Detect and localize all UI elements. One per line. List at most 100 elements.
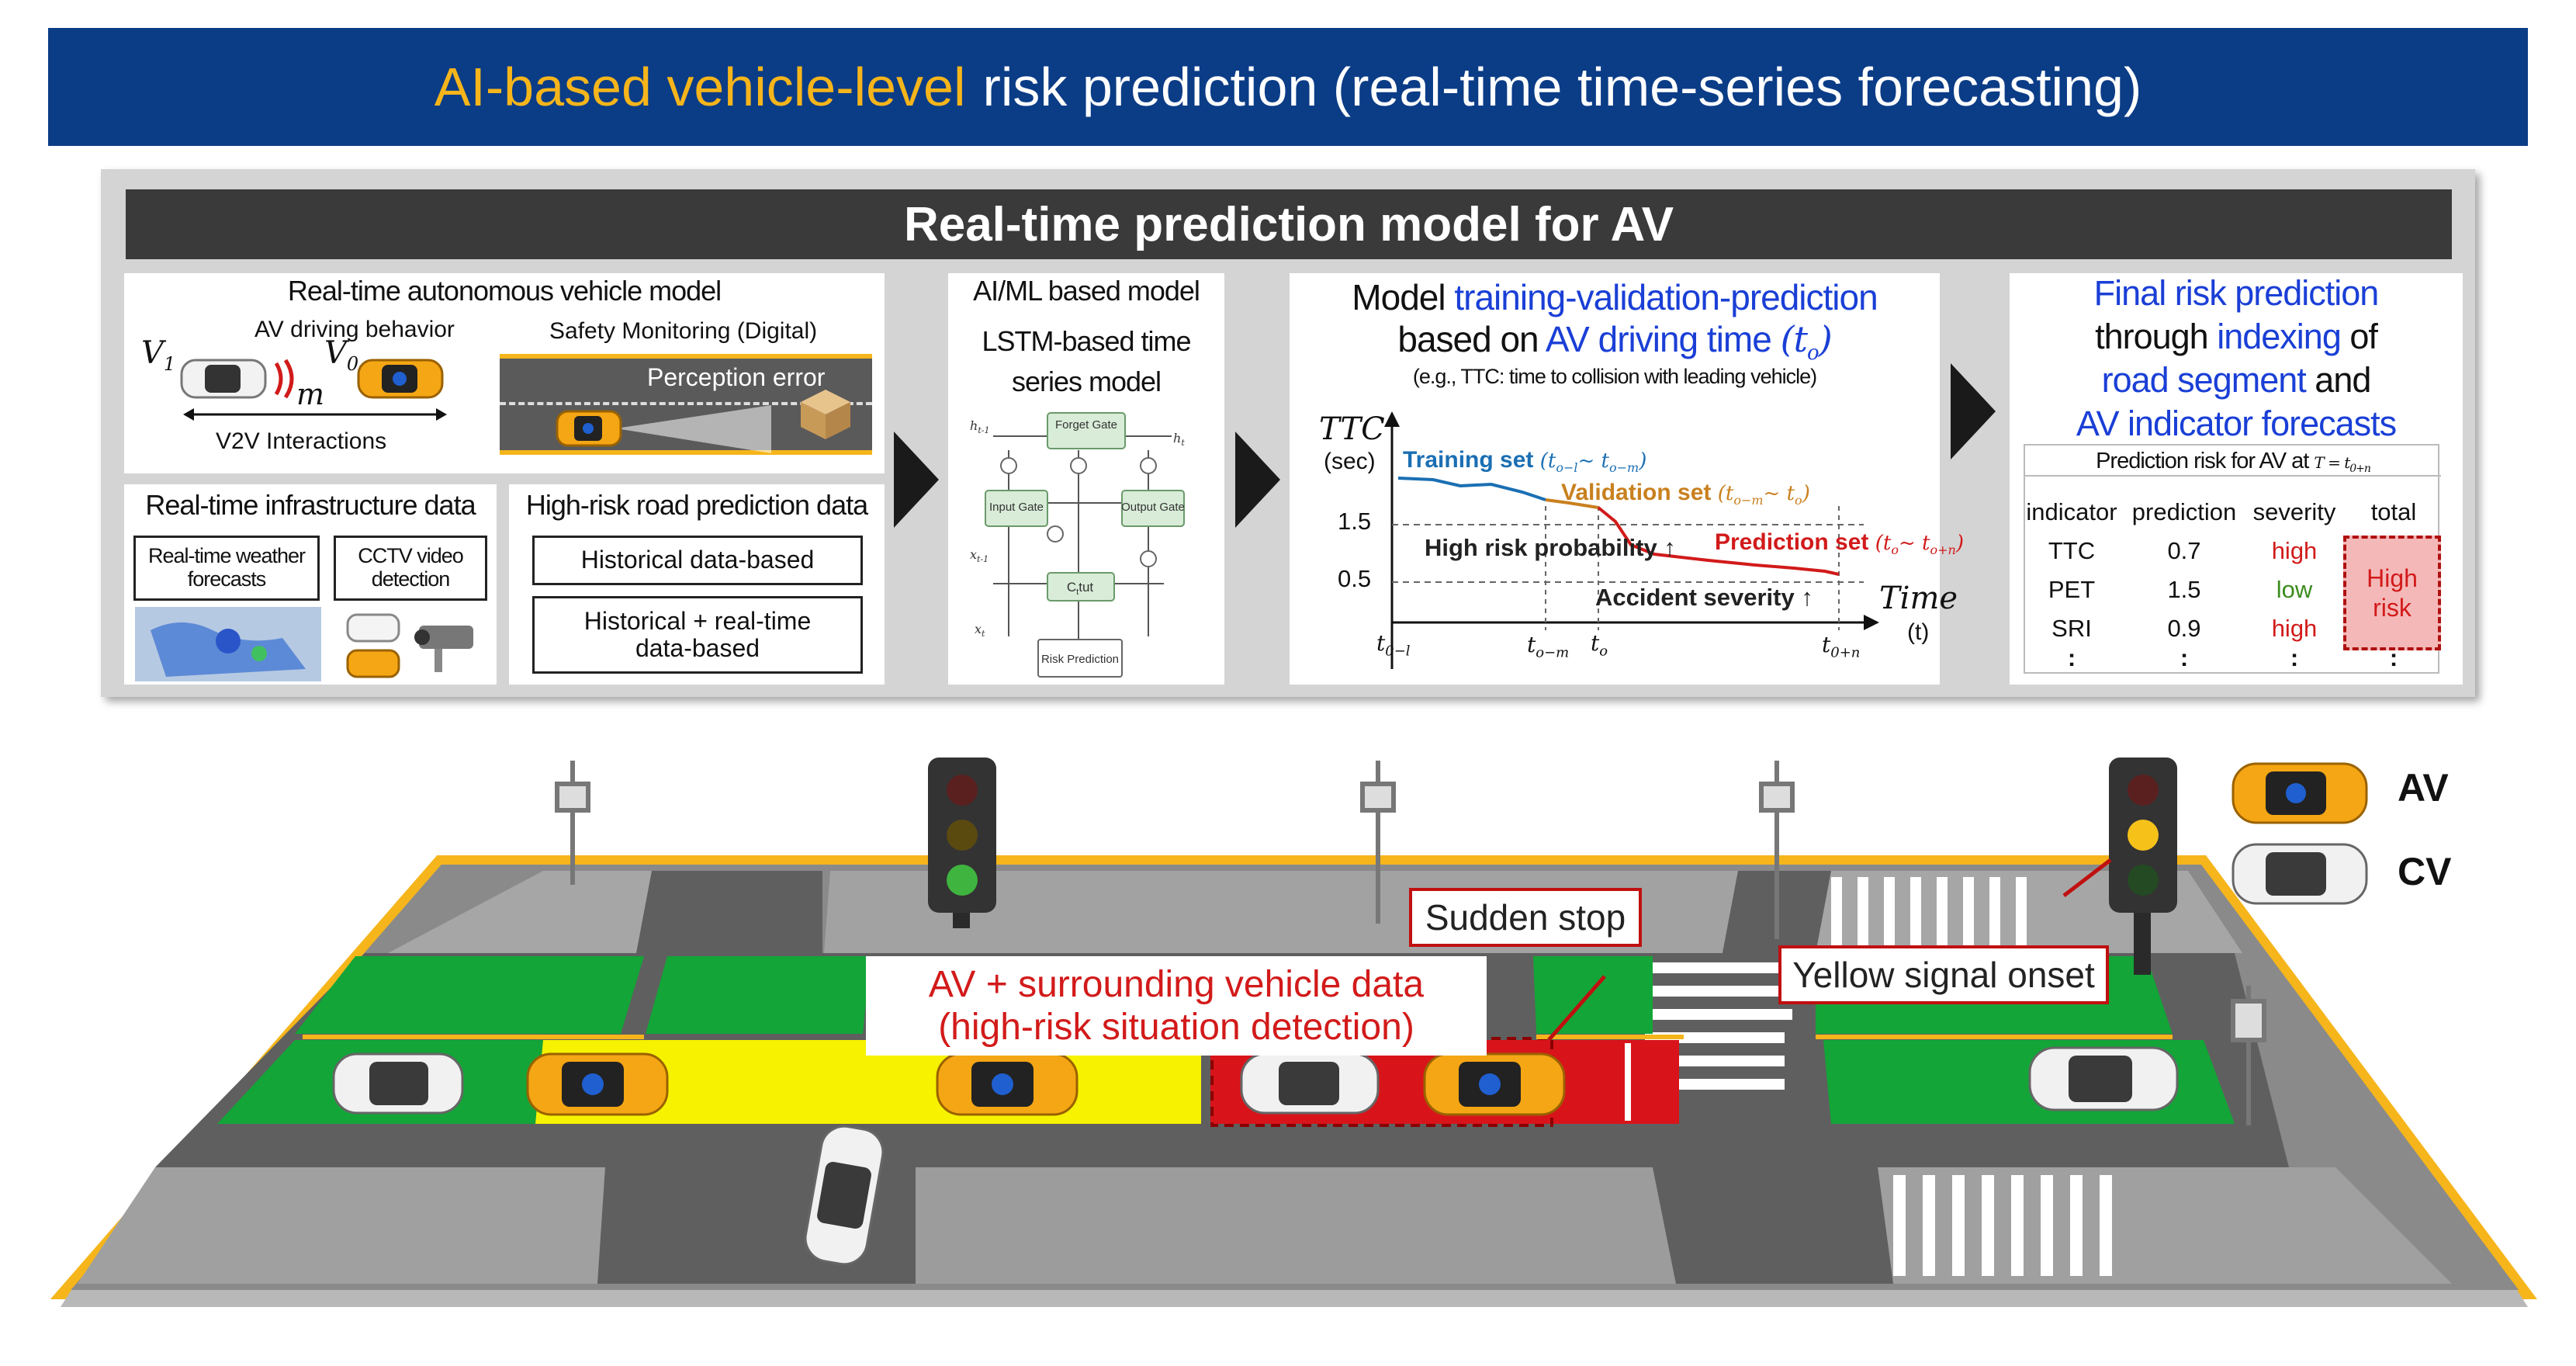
infra-card: Real-time infrastructure data Real-time … bbox=[124, 484, 497, 685]
y-axis-unit: (sec) bbox=[1324, 449, 1376, 474]
table-row: SRI 0.9 high bbox=[2051, 615, 2318, 642]
av-model-title: Real-time autonomous vehicle model bbox=[287, 275, 722, 307]
av-model-card: Real-time autonomous vehicle model AV dr… bbox=[124, 273, 885, 473]
antenna-pole bbox=[555, 761, 590, 885]
av-behavior-label: AV driving behavior bbox=[254, 317, 455, 342]
y-tick-0-5: 0.5 bbox=[1338, 565, 1372, 592]
crosswalk-right bbox=[1645, 877, 2112, 1276]
yellow-signal-label: Yellow signal onset bbox=[1778, 945, 2109, 1004]
gap-arrow bbox=[183, 408, 447, 421]
flow-arrow-2 bbox=[1235, 432, 1280, 528]
output-gate-label: Output Gate bbox=[1121, 501, 1185, 514]
green-zone bbox=[646, 956, 871, 1034]
sudden-stop-label: Sudden stop bbox=[1409, 888, 1642, 947]
weather-box: Real-time weather forecasts bbox=[133, 536, 320, 601]
historical-box: Historical data-based bbox=[532, 536, 863, 585]
input-gate-label: Input Gate bbox=[989, 501, 1044, 514]
x-t-label: xt bbox=[975, 622, 985, 639]
antenna-pole bbox=[1360, 761, 1396, 924]
green-zone bbox=[1533, 956, 1653, 1034]
av-car bbox=[526, 1052, 669, 1116]
antenna-pole bbox=[1759, 761, 1795, 939]
prediction-series-line bbox=[1597, 506, 1840, 576]
table-header-row: indicator prediction severity total bbox=[2025, 498, 2441, 536]
cctv-box: CCTV video detection bbox=[334, 536, 487, 601]
header-total: total bbox=[2370, 498, 2417, 525]
legend-prediction: Prediction set (to~ to+n) bbox=[1715, 529, 1964, 558]
ai-model-title: AI/ML based model bbox=[973, 275, 1200, 307]
x-axis-label: Time bbox=[1879, 581, 1958, 616]
box-obstacle-icon bbox=[801, 390, 850, 439]
safety-road: Perception error bbox=[500, 354, 872, 455]
y-tick-1-5: 1.5 bbox=[1338, 508, 1372, 535]
legend-cv-car-icon bbox=[2231, 843, 2368, 905]
h-t-label: ht bbox=[1173, 431, 1185, 448]
header-prediction: prediction bbox=[2131, 498, 2237, 525]
road-scene bbox=[50, 758, 2537, 1307]
cv-car bbox=[2028, 1046, 2179, 1111]
risk-output-label: Risk Prediction bbox=[1041, 653, 1119, 666]
historical-realtime-box: Historical + real-time data-based bbox=[532, 596, 863, 674]
title-rest: risk prediction (real-time time-series f… bbox=[982, 57, 2142, 117]
av-car-icon bbox=[357, 359, 444, 399]
ai-model-card: AI/ML based model LSTM-based time series… bbox=[948, 273, 1224, 685]
v0-label: V0 bbox=[324, 335, 359, 375]
av-car bbox=[1423, 1052, 1566, 1116]
training-series-line bbox=[1397, 477, 1546, 501]
cell-label: Cttut bbox=[1067, 580, 1094, 597]
final-line1: Final risk prediction bbox=[2093, 273, 2380, 313]
risk-output bbox=[1037, 639, 1123, 678]
training-example: (e.g., TTC: time to collision with leadi… bbox=[1412, 365, 1817, 388]
output-gate bbox=[1121, 490, 1185, 527]
model-header: Real-time prediction model for AV bbox=[126, 189, 2452, 259]
header-indicator: indicator bbox=[2026, 498, 2117, 525]
risk-table: Prediction risk for AV at T = t0+n indic… bbox=[2024, 444, 2441, 674]
training-line1: Model training-validation-prediction bbox=[1352, 277, 1878, 317]
table-row: PET 1.5 low bbox=[2048, 576, 2313, 603]
perception-beam bbox=[556, 405, 771, 453]
table-row: TTC 0.7 high bbox=[2048, 537, 2318, 564]
table-dots-row: : : : : bbox=[2067, 644, 2398, 671]
input-gate bbox=[985, 490, 1048, 527]
gap-label: m bbox=[296, 377, 325, 411]
forget-gate-label: Forget Gate bbox=[1055, 418, 1117, 432]
flow-arrow-1 bbox=[894, 432, 939, 528]
x-tick-to-m: to−m bbox=[1527, 632, 1570, 661]
cv-car bbox=[804, 1125, 885, 1266]
high-risk-annotation: High risk probability ↑ bbox=[1425, 534, 1676, 561]
x-prev-label: xt-1 bbox=[970, 547, 989, 564]
v1-label: V1 bbox=[141, 335, 176, 375]
cv-car bbox=[332, 1052, 464, 1115]
legend-av-label: AV bbox=[2398, 766, 2449, 810]
v2v-label: V2V Interactions bbox=[216, 428, 387, 454]
antenna-pole bbox=[2231, 986, 2266, 1125]
final-line2: through indexing of bbox=[2095, 317, 2378, 356]
highrisk-title: High-risk road prediction data bbox=[525, 489, 868, 521]
green-zone bbox=[295, 956, 644, 1034]
cv-car-icon bbox=[180, 359, 267, 399]
x-tick-t0-n: t0+n bbox=[1822, 632, 1861, 661]
ai-model-subtitle: LSTM-based time series model bbox=[982, 325, 1191, 398]
x-tick-to: to bbox=[1591, 630, 1608, 660]
table-title: Prediction risk for AV at T = t0+n bbox=[2025, 446, 2441, 477]
weather-map bbox=[135, 607, 321, 681]
h-prev-label: ht-1 bbox=[970, 418, 989, 435]
total-risk-cell: High risk bbox=[2343, 536, 2441, 650]
cv-car bbox=[1240, 1052, 1380, 1115]
x-tick-t0-l: t0−l bbox=[1376, 630, 1411, 660]
traffic-light bbox=[928, 758, 996, 928]
legend-training: Training set (to−l~ to−m) bbox=[1403, 447, 1647, 476]
training-line2: based on AV driving time (to) bbox=[1397, 318, 1832, 366]
y-axis-label: TTC bbox=[1319, 411, 1385, 447]
traffic-light bbox=[2109, 758, 2177, 975]
ttc-chart bbox=[1384, 411, 1879, 669]
safety-title: Safety Monitoring (Digital) bbox=[549, 318, 818, 344]
header-severity: severity bbox=[2252, 498, 2336, 525]
signal-wave-icon bbox=[274, 359, 294, 399]
legend-cv-label: CV bbox=[2398, 850, 2452, 893]
av-car bbox=[936, 1052, 1079, 1116]
severity-annotation: Accident severity ↑ bbox=[1595, 584, 1813, 611]
legend-av-car-icon bbox=[2231, 762, 2368, 824]
flow-arrow-3 bbox=[1951, 363, 1996, 459]
